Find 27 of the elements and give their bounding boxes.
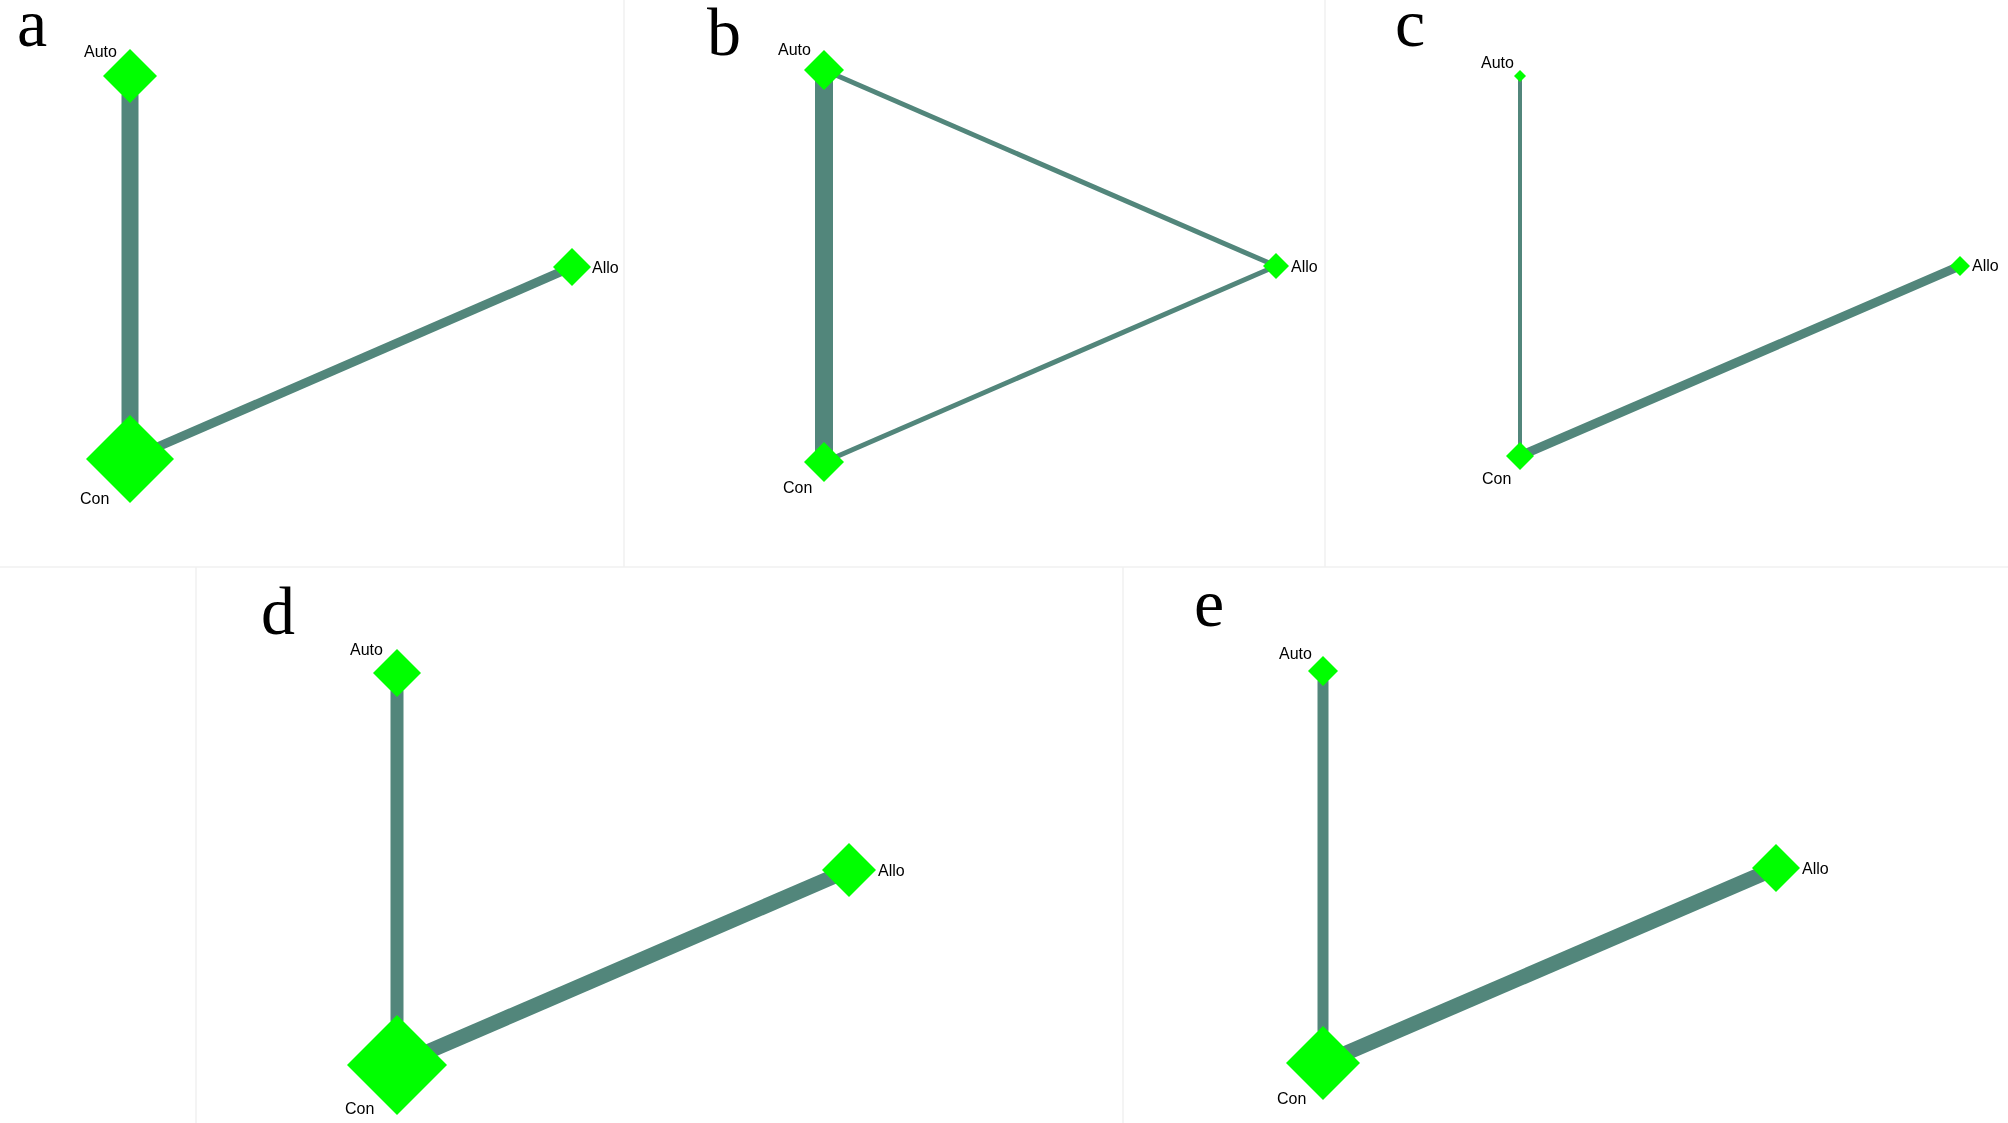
connector-line xyxy=(834,266,1271,460)
node-label: Con xyxy=(783,479,813,497)
panel-letter: a xyxy=(17,0,48,48)
node-label: Allo xyxy=(592,259,619,277)
node-label: Allo xyxy=(878,862,905,880)
node-label: Con xyxy=(345,1100,375,1118)
connector-line xyxy=(1518,80,1522,444)
node-label: Auto xyxy=(350,641,383,659)
node-label: Con xyxy=(80,490,110,508)
node-label: Allo xyxy=(1802,860,1829,878)
connector-line xyxy=(815,81,833,451)
connector-line xyxy=(834,72,1271,266)
node-label: Con xyxy=(1277,1090,1307,1108)
panel-letter: b xyxy=(707,9,741,57)
node-label: Allo xyxy=(1972,257,1999,275)
node-label: Auto xyxy=(1279,645,1312,663)
connector-line xyxy=(390,690,404,1022)
panel-letter: e xyxy=(1194,580,1225,628)
connector-line xyxy=(1317,680,1329,1032)
node-label: Auto xyxy=(84,43,117,61)
node-label: Con xyxy=(1482,470,1512,488)
node-label: Auto xyxy=(1481,54,1514,72)
node-label: Allo xyxy=(1291,258,1318,276)
connector-line xyxy=(121,94,139,424)
panel-letter: c xyxy=(1395,0,1426,48)
panel-letter: d xyxy=(261,588,295,636)
node-label: Auto xyxy=(778,41,811,59)
